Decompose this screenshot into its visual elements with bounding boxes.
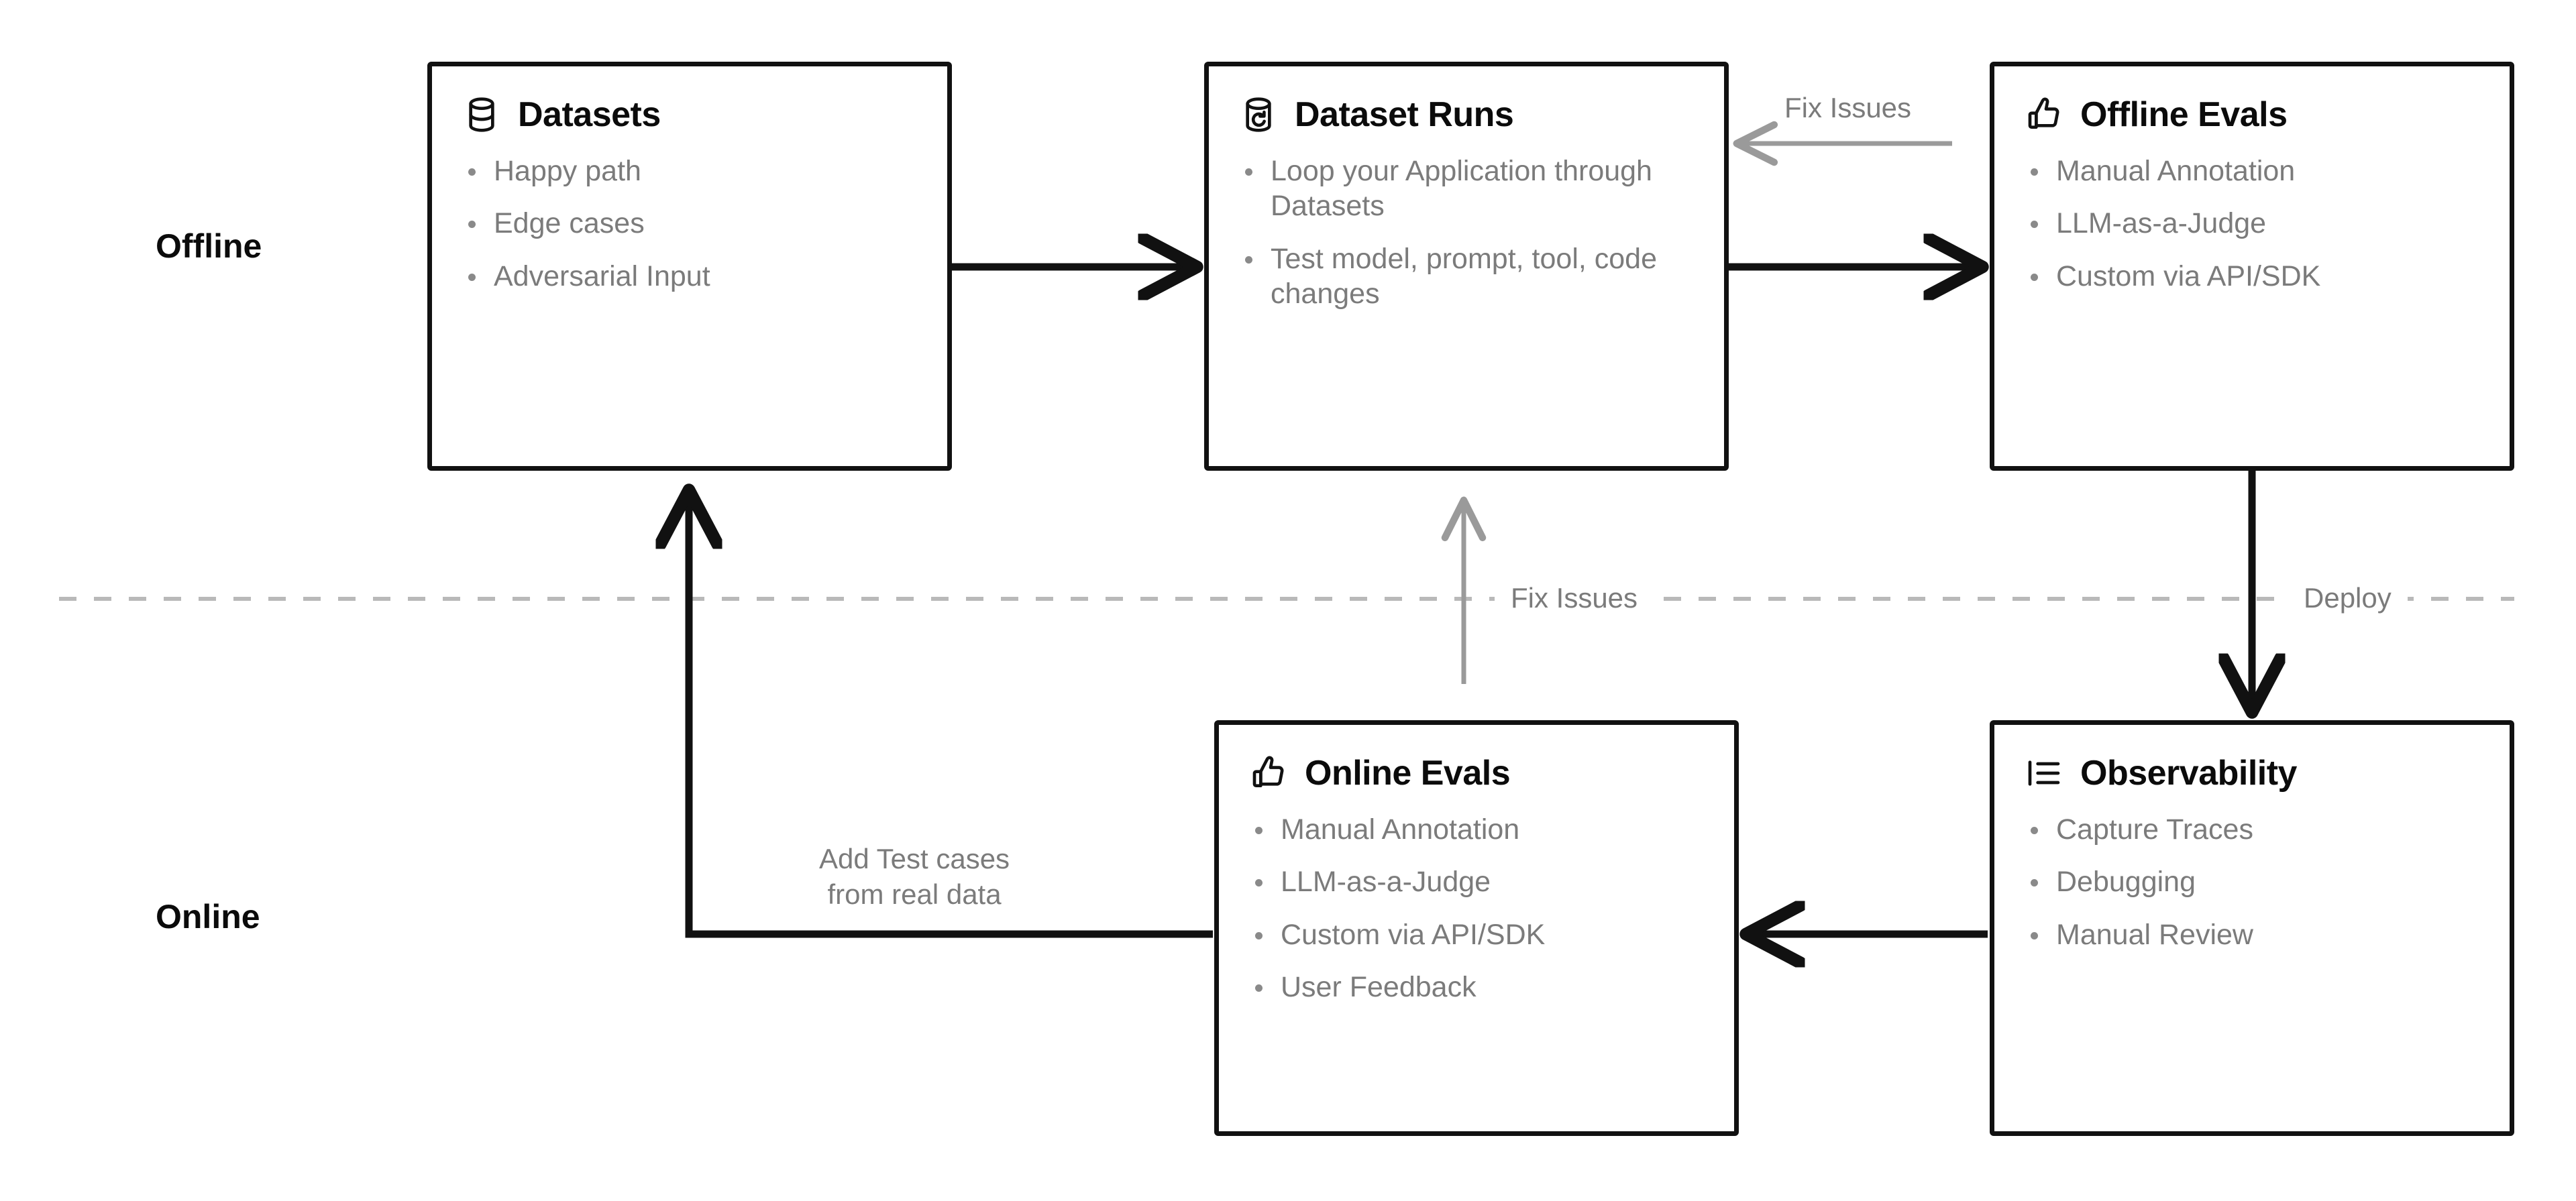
node-observability-header: Observability: [2025, 754, 2479, 792]
list-item: User Feedback: [1250, 970, 1703, 1005]
thumbs-up-icon: [2028, 97, 2059, 129]
node-online-evals-title: Online Evals: [1305, 753, 1511, 793]
edge-label-fix-issues-middle: Fix Issues: [1495, 581, 1654, 616]
node-datasets[interactable]: Datasets Happy path Edge cases Adversari…: [427, 62, 952, 471]
node-datasets-header: Datasets: [463, 96, 916, 133]
node-observability-bullets: Capture Traces Debugging Manual Review: [2025, 812, 2479, 952]
edge-online-evals-to-datasets: [689, 493, 1213, 938]
node-dataset-runs-title: Dataset Runs: [1295, 95, 1514, 134]
list-item: Happy path: [463, 154, 916, 188]
lane-label-offline: Offline: [156, 227, 262, 265]
list-item: Manual Annotation: [2025, 154, 2479, 188]
edge-label-add-test-cases-line1: Add Test cases: [819, 843, 1010, 874]
database-icon: [469, 97, 494, 132]
list-item: Debugging: [2025, 864, 2479, 899]
list-item: Adversarial Input: [463, 259, 916, 294]
list-item: Loop your Application through Datasets: [1240, 154, 1693, 224]
node-observability-title: Observability: [2080, 753, 2297, 793]
list-item: Test model, prompt, tool, code changes: [1240, 241, 1693, 312]
list-item: Custom via API/SDK: [2025, 259, 2479, 294]
list-item: LLM-as-a-Judge: [2025, 206, 2479, 241]
node-offline-evals-title: Offline Evals: [2080, 95, 2288, 134]
node-datasets-bullets: Happy path Edge cases Adversarial Input: [463, 154, 916, 294]
node-online-evals-bullets: Manual Annotation LLM-as-a-Judge Custom …: [1250, 812, 1703, 1005]
node-offline-evals[interactable]: Offline Evals Manual Annotation LLM-as-a…: [1990, 62, 2514, 471]
list-item: Capture Traces: [2025, 812, 2479, 847]
lane-label-online: Online: [156, 898, 260, 935]
node-online-evals[interactable]: Online Evals Manual Annotation LLM-as-a-…: [1214, 720, 1739, 1136]
list-item: Manual Annotation: [1250, 812, 1703, 847]
node-offline-evals-bullets: Manual Annotation LLM-as-a-Judge Custom …: [2025, 154, 2479, 294]
node-dataset-runs[interactable]: Dataset Runs Loop your Application throu…: [1204, 62, 1729, 471]
node-online-evals-header: Online Evals: [1250, 754, 1703, 792]
node-dataset-runs-bullets: Loop your Application through Datasets T…: [1240, 154, 1693, 312]
list-tree-icon: [2028, 760, 2060, 786]
node-datasets-title: Datasets: [518, 95, 661, 134]
edge-label-add-test-cases-line2: from real data: [827, 878, 1002, 910]
edge-label-fix-issues-top: Fix Issues: [1778, 91, 1919, 126]
database-refresh-icon: [1246, 97, 1271, 132]
list-item: LLM-as-a-Judge: [1250, 864, 1703, 899]
thumbs-up-icon: [1252, 756, 1284, 787]
edge-label-add-test-cases: Add Test cases from real data: [808, 842, 1021, 912]
list-item: Custom via API/SDK: [1250, 917, 1703, 952]
node-dataset-runs-header: Dataset Runs: [1240, 96, 1693, 133]
node-offline-evals-header: Offline Evals: [2025, 96, 2479, 133]
list-item: Edge cases: [463, 206, 916, 241]
list-item: Manual Review: [2025, 917, 2479, 952]
node-observability[interactable]: Observability Capture Traces Debugging M…: [1990, 720, 2514, 1136]
edge-label-deploy: Deploy: [2288, 581, 2408, 616]
